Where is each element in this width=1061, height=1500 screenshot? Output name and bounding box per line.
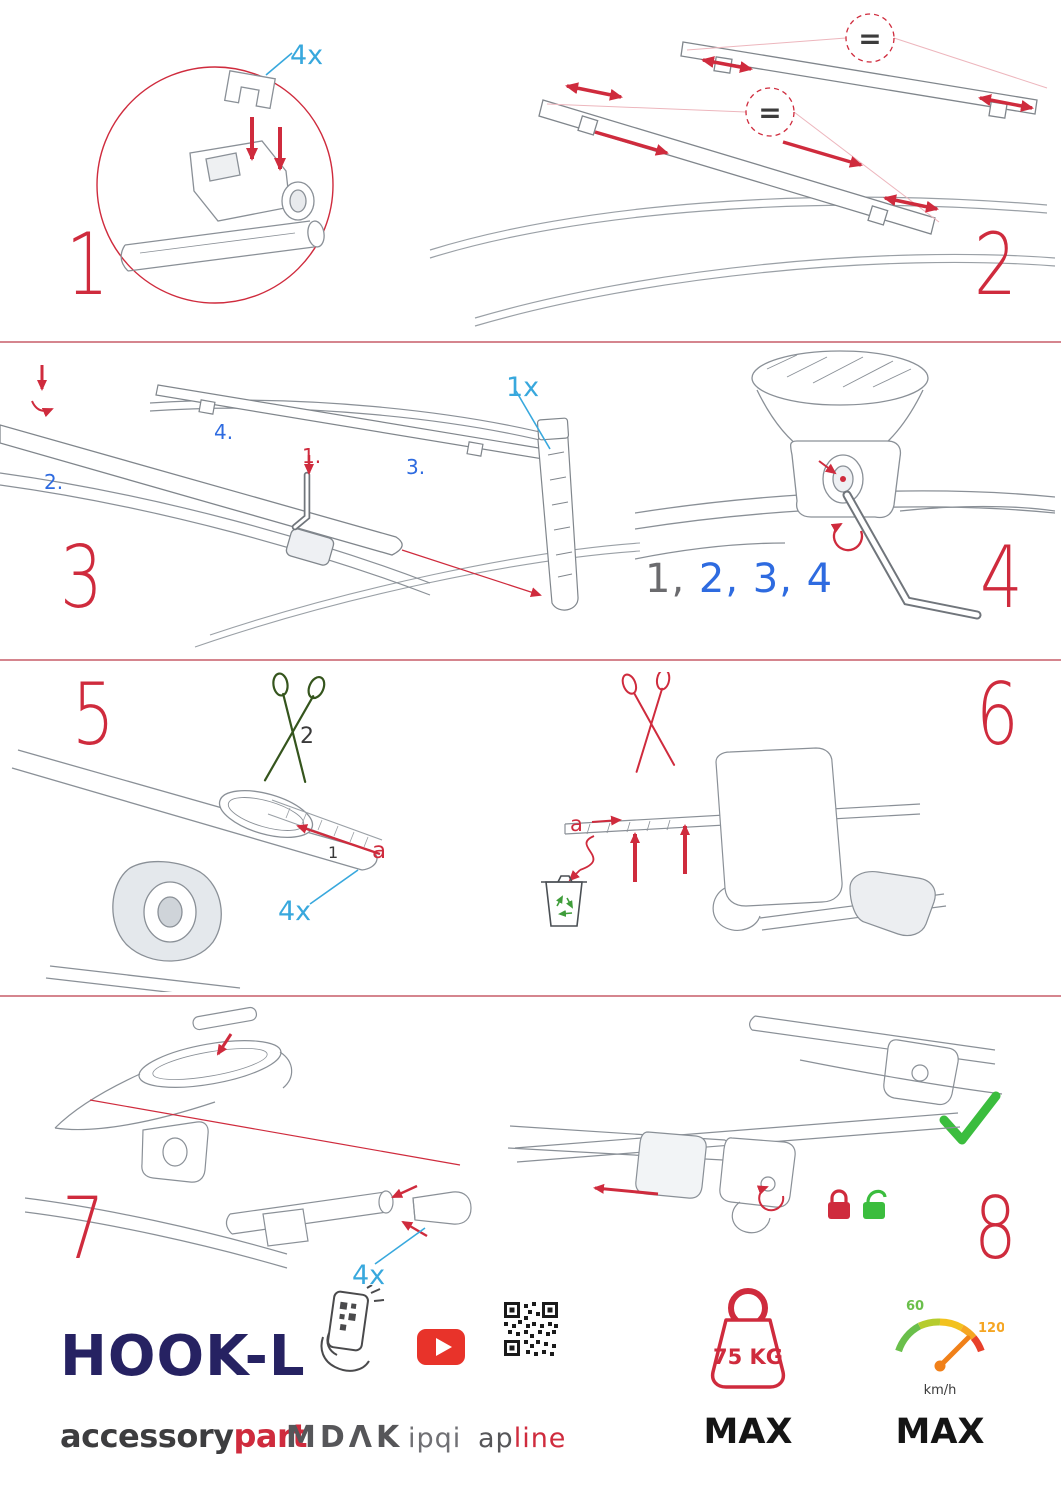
step-5-order-pull: 1 bbox=[328, 843, 339, 862]
section-divider bbox=[0, 341, 1061, 343]
logo-ipqi: ipqi bbox=[408, 1423, 462, 1454]
step-8-illustration bbox=[507, 1015, 1003, 1234]
step-6-direction-label: a bbox=[570, 812, 583, 836]
step-5-direction-label: a bbox=[372, 838, 387, 864]
product-name: HOOK-L bbox=[60, 1324, 306, 1389]
max-load-value: 75 KG bbox=[713, 1345, 783, 1369]
step-8-number: 8 bbox=[974, 1179, 1017, 1279]
step-2-illustration: = = bbox=[429, 13, 1056, 327]
step-3-substep-3: 3. bbox=[406, 455, 426, 479]
step-7-illustration bbox=[25, 1006, 472, 1269]
logo-apline-gray: ap bbox=[478, 1423, 514, 1454]
step-1-illustration bbox=[96, 52, 334, 304]
sequence-done: 1, bbox=[645, 556, 686, 602]
step-3-substep-4: 4. bbox=[214, 420, 234, 444]
brand-word-gray: accessory bbox=[60, 1417, 234, 1455]
step-4-number: 4 bbox=[980, 528, 1023, 628]
section-divider bbox=[0, 995, 1061, 997]
step-5-illustration bbox=[11, 672, 383, 992]
equal-spacing-symbol: = bbox=[858, 22, 881, 55]
qr-code bbox=[502, 1300, 560, 1358]
step-2-number: 2 bbox=[974, 215, 1017, 315]
step-5-quantity-label: 4x bbox=[278, 896, 312, 927]
step-1-quantity-label: 4x bbox=[290, 40, 324, 71]
equal-spacing-symbol: = bbox=[758, 96, 781, 129]
scissors-icon bbox=[621, 672, 676, 773]
step-7-number: 7 bbox=[62, 1179, 105, 1279]
max-load-weight-icon: 75 KG bbox=[710, 1288, 786, 1389]
logo-mdak: MDΛK bbox=[286, 1420, 404, 1455]
step-1-number: 1 bbox=[66, 215, 109, 315]
step-4-sequence: 1, 2, 3, 4 bbox=[645, 556, 833, 602]
brand-word-red: part bbox=[233, 1417, 308, 1455]
max-load-label: MAX bbox=[703, 1412, 793, 1452]
brand-logo: accessorypart bbox=[60, 1417, 308, 1455]
step-5-order-cut: 2 bbox=[300, 724, 314, 749]
speed-low-value: 60 bbox=[906, 1299, 924, 1314]
step-7-quantity-label: 4x bbox=[352, 1260, 386, 1291]
recycle-icon bbox=[556, 895, 573, 917]
step-4-illustration bbox=[635, 350, 1055, 620]
step-3-substep-1: 1. bbox=[302, 444, 322, 468]
locked-padlock-icon bbox=[828, 1189, 850, 1219]
speed-unit: km/h bbox=[924, 1383, 957, 1398]
section-divider bbox=[0, 659, 1061, 661]
step-5-number: 5 bbox=[72, 665, 115, 765]
logo-apline-red: line bbox=[513, 1423, 567, 1454]
logo-apline: apline bbox=[478, 1423, 566, 1454]
speedometer-icon: 60 120 km/h bbox=[895, 1299, 1004, 1398]
trash-bin-icon bbox=[541, 875, 587, 927]
step-3-quantity-label: 1x bbox=[506, 372, 540, 403]
step-3-illustration bbox=[0, 365, 640, 648]
youtube-icon bbox=[417, 1329, 465, 1365]
step-6-number: 6 bbox=[976, 665, 1019, 765]
checkmark-icon bbox=[939, 1091, 1001, 1145]
sequence-pending: 2, 3, 4 bbox=[698, 556, 834, 602]
step-3-substep-2: 2. bbox=[44, 470, 64, 494]
scissors-icon bbox=[263, 672, 326, 783]
step-6-illustration bbox=[541, 672, 947, 937]
unlocked-padlock-icon bbox=[863, 1189, 887, 1219]
step-3-number: 3 bbox=[60, 528, 103, 628]
max-speed-label: MAX bbox=[895, 1412, 985, 1452]
phone-scan-icon bbox=[320, 1285, 385, 1372]
speed-high-value: 120 bbox=[978, 1321, 1004, 1336]
